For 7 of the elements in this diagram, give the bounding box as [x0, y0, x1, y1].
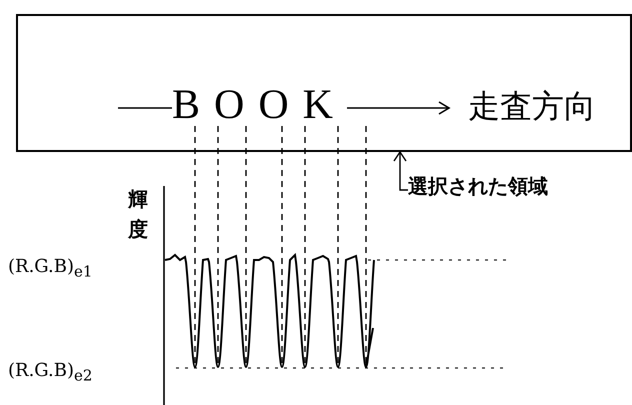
- axis-label: 輝度: [128, 186, 148, 243]
- callout-label: 選択された領域: [408, 176, 548, 196]
- leader-line: [393, 151, 408, 191]
- level-label: (R.G.B)$_{e2}$: [8, 362, 92, 384]
- level-label: (R.G.B)$_{e1}$: [8, 258, 92, 280]
- region-box: [16, 14, 632, 152]
- direction-label: 走査方向: [468, 90, 596, 122]
